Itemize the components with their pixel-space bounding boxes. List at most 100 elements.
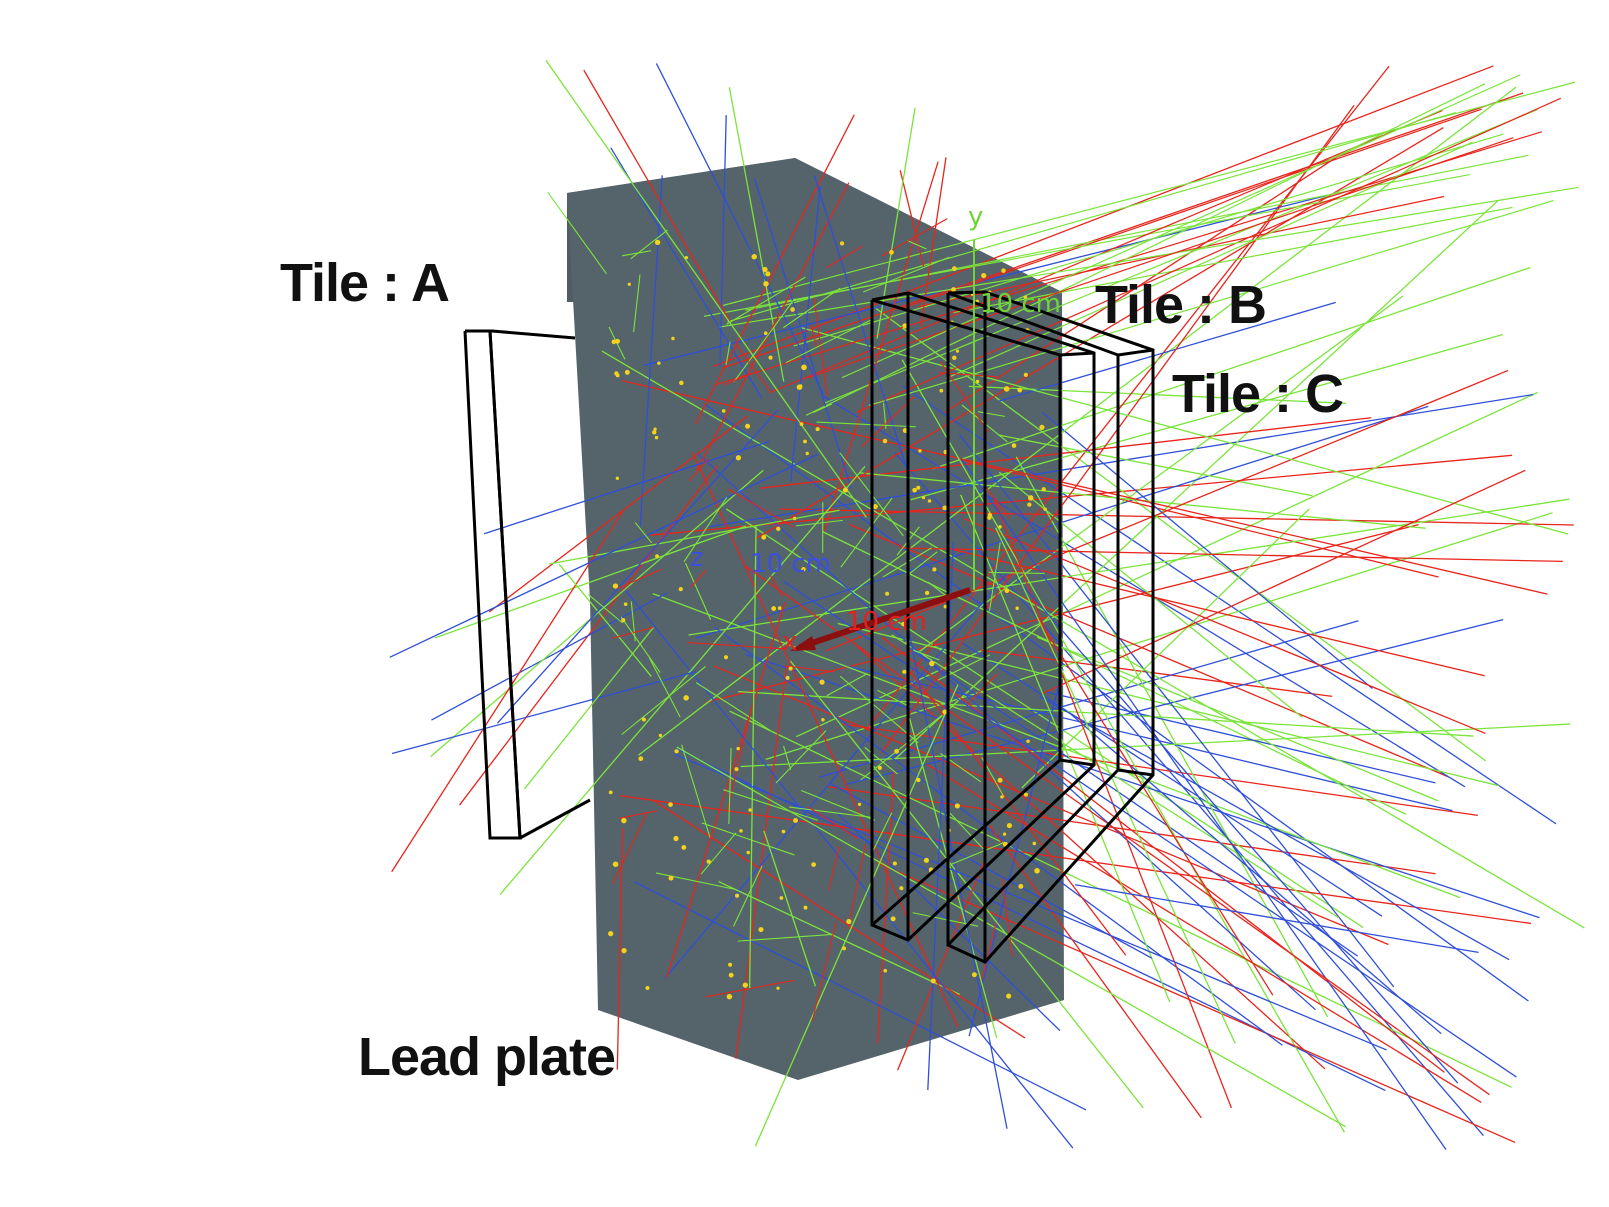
particle-track [1068,712,1442,1035]
particle-track [725,508,1364,929]
particle-track [950,842,1004,866]
hit-point [1032,841,1037,846]
particle-track [949,812,984,850]
particle-track [988,824,1202,1119]
particle-track [688,458,709,482]
particle-track [826,673,868,697]
particle-track [723,81,1576,306]
hit-point [627,282,631,286]
particle-track [897,108,1482,311]
particle-track [813,403,833,413]
hit-point [728,962,733,967]
particle-track [999,301,1336,402]
hit-point [954,803,960,809]
particle-track [545,59,867,518]
particle-track [835,663,1453,812]
particle-track [1045,691,1436,784]
particle-track [754,684,959,1147]
particle-track [391,670,697,755]
hit-point [723,655,729,660]
hit-point [923,857,929,863]
particle-track [821,394,1466,788]
hit-point [655,554,660,559]
hit-point [763,281,769,287]
hit-point [889,249,894,255]
particle-track [735,665,788,1059]
hit-point [902,323,908,329]
particle-track [727,488,794,528]
particle-track [430,469,764,758]
particle-track [738,690,1474,737]
particle-track [981,922,997,981]
particle-track [823,108,1538,404]
particle-track [1015,456,1329,1018]
particle-track [961,458,1447,1150]
hit-point [641,717,646,722]
hit-point [1002,832,1007,836]
hit-point [942,505,948,511]
particle-track [650,454,1513,536]
hit-point [916,777,921,783]
particle-track [986,487,1010,519]
particle-track [909,671,1127,956]
particle-track [683,497,728,563]
particle-track [847,844,867,930]
hit-point [671,336,675,341]
hit-point [1011,443,1017,448]
particle-track [988,571,1045,574]
particle-track [643,192,1336,367]
x-axis-arrow [799,587,971,650]
particle-track [633,274,641,333]
hit-point [916,485,921,490]
particle-track [899,170,925,267]
x-axis-name: x [782,627,797,657]
hit-point [901,621,906,627]
particle-track [958,434,1395,988]
hit-point [653,427,657,431]
hit-point [1023,372,1028,377]
hit-point [819,679,825,685]
particle-track [784,665,834,673]
particle-track [728,747,732,824]
hit-point [975,379,980,384]
particle-track [926,763,1482,1103]
particle-track [701,822,795,856]
hit-point [892,861,897,866]
hit-point [1015,606,1019,611]
particle-track [813,175,908,469]
axes-gizmo: y 10 cm z 10 cm x 10 cm [690,202,1061,657]
hit-point [951,266,957,272]
particle-track [620,616,661,673]
tile-a-label: Tile : A [280,253,450,313]
particle-track [877,689,911,708]
hit-point [706,859,711,864]
particle-track [906,240,927,250]
hit-point [742,982,748,988]
particle-track [968,668,1064,1037]
particle-track [718,881,960,996]
hit-point [796,384,803,390]
hit-point [615,338,620,344]
hit-point [751,254,757,260]
hit-point [921,496,926,500]
hit-point [890,916,896,922]
hit-point [615,476,620,481]
hit-point [805,451,809,456]
hit-point [792,516,797,521]
hit-point [801,364,807,371]
particle-track [684,562,712,620]
particle-track [548,509,840,565]
hit-point [971,972,977,978]
particle-track [674,753,1387,1051]
particle-track [800,789,876,821]
particle-track [588,594,624,624]
hit-point [624,369,630,375]
particle-track [1074,884,1479,954]
particle-track [616,828,624,1070]
particle-track [653,800,1026,1039]
hit-point [721,409,726,413]
hit-point [621,947,627,954]
particle-track [623,588,1074,1149]
particle-track [681,744,711,838]
hit-point [608,931,614,937]
